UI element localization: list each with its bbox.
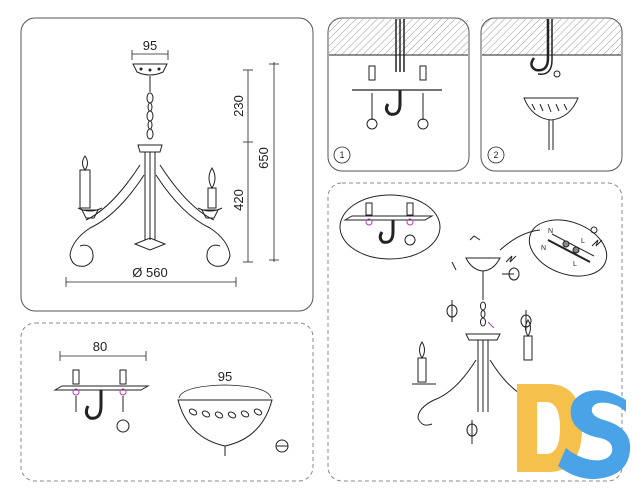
- dim-top-width: 95: [143, 38, 157, 53]
- dim-plate-width: 80: [93, 339, 107, 354]
- wire-label-l2: L: [573, 261, 577, 268]
- ground-icon: [505, 226, 603, 263]
- hook-icon: [384, 90, 402, 116]
- wire-label-l: L: [581, 238, 585, 245]
- chandelier-body-icon: [412, 319, 533, 426]
- canopy-icon: [451, 235, 501, 300]
- wire-label-n: N: [548, 228, 553, 235]
- step-2-number: 2: [493, 150, 498, 160]
- wiring-diagram-icon: [499, 219, 608, 277]
- canopy-icon: [523, 97, 579, 150]
- panel-step-2: 2: [480, 17, 623, 172]
- dim-upper-height: 230: [231, 95, 246, 117]
- dim-canopy-width: 95: [218, 369, 232, 384]
- screw-icon: [72, 369, 130, 433]
- step-1-number: 1: [339, 150, 344, 160]
- hook-icon: [84, 390, 103, 420]
- dim-total-height: 650: [256, 147, 271, 169]
- chain-icon: [480, 301, 495, 329]
- panel-assembly: N L N L: [327, 182, 623, 482]
- wire-label-n2: N: [541, 245, 546, 252]
- panel-main-chandelier: 95: [20, 17, 314, 312]
- rotate-icon: [275, 439, 289, 453]
- dim-diameter: Ø 560: [132, 265, 167, 280]
- canopy-icon: [132, 63, 168, 76]
- magnified-plate-icon: [339, 194, 441, 260]
- chain-icon: [146, 76, 154, 140]
- panel-step-1: 1: [327, 17, 470, 172]
- dim-lower-height: 420: [231, 189, 246, 211]
- chandelier-body-icon: [69, 144, 231, 267]
- brand-logo: [517, 384, 631, 480]
- canopy-icon: [177, 399, 273, 456]
- panel-mounting-detail: 80 95: [20, 322, 314, 482]
- screw-icon: [366, 65, 429, 130]
